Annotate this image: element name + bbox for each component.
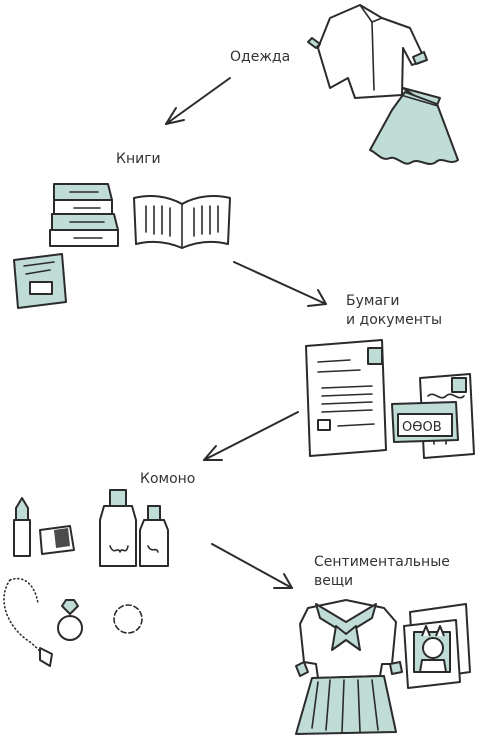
label-sentimental-line1: Сентиментальные	[314, 554, 450, 570]
arrow-papers-to-komono	[203, 411, 299, 461]
shirt-icon	[307, 4, 428, 99]
arrow-komono-to-sentimental	[211, 543, 293, 589]
arrow-books-to-papers	[233, 261, 327, 307]
bracelet-icon	[113, 604, 143, 634]
skirt-icon	[369, 87, 459, 165]
label-papers-line2: и документы	[346, 312, 443, 328]
label-papers-line1: Бумаги	[346, 293, 400, 309]
magazine-icon	[13, 253, 67, 309]
label-books: Книги	[116, 151, 161, 167]
book-stack-icon	[49, 183, 119, 247]
arrow-clothes-to-books	[165, 77, 231, 125]
svg-text:ОӨОВ: ОӨОВ	[402, 420, 442, 435]
compact-icon	[39, 525, 75, 555]
bottle-icon	[99, 489, 169, 567]
ring-icon	[57, 599, 83, 641]
school-uniform-icon	[295, 599, 403, 735]
card-icon: ОӨОВ	[391, 401, 459, 443]
label-sentimental-line2: вещи	[314, 573, 354, 589]
label-komono: Комоно	[140, 471, 196, 487]
lipstick-icon	[13, 497, 31, 557]
label-clothes: Одежда	[230, 49, 291, 65]
framed-photo-icon	[403, 603, 471, 689]
document-icon	[305, 339, 387, 457]
open-book-icon	[133, 195, 231, 249]
necklace-icon	[3, 577, 53, 667]
